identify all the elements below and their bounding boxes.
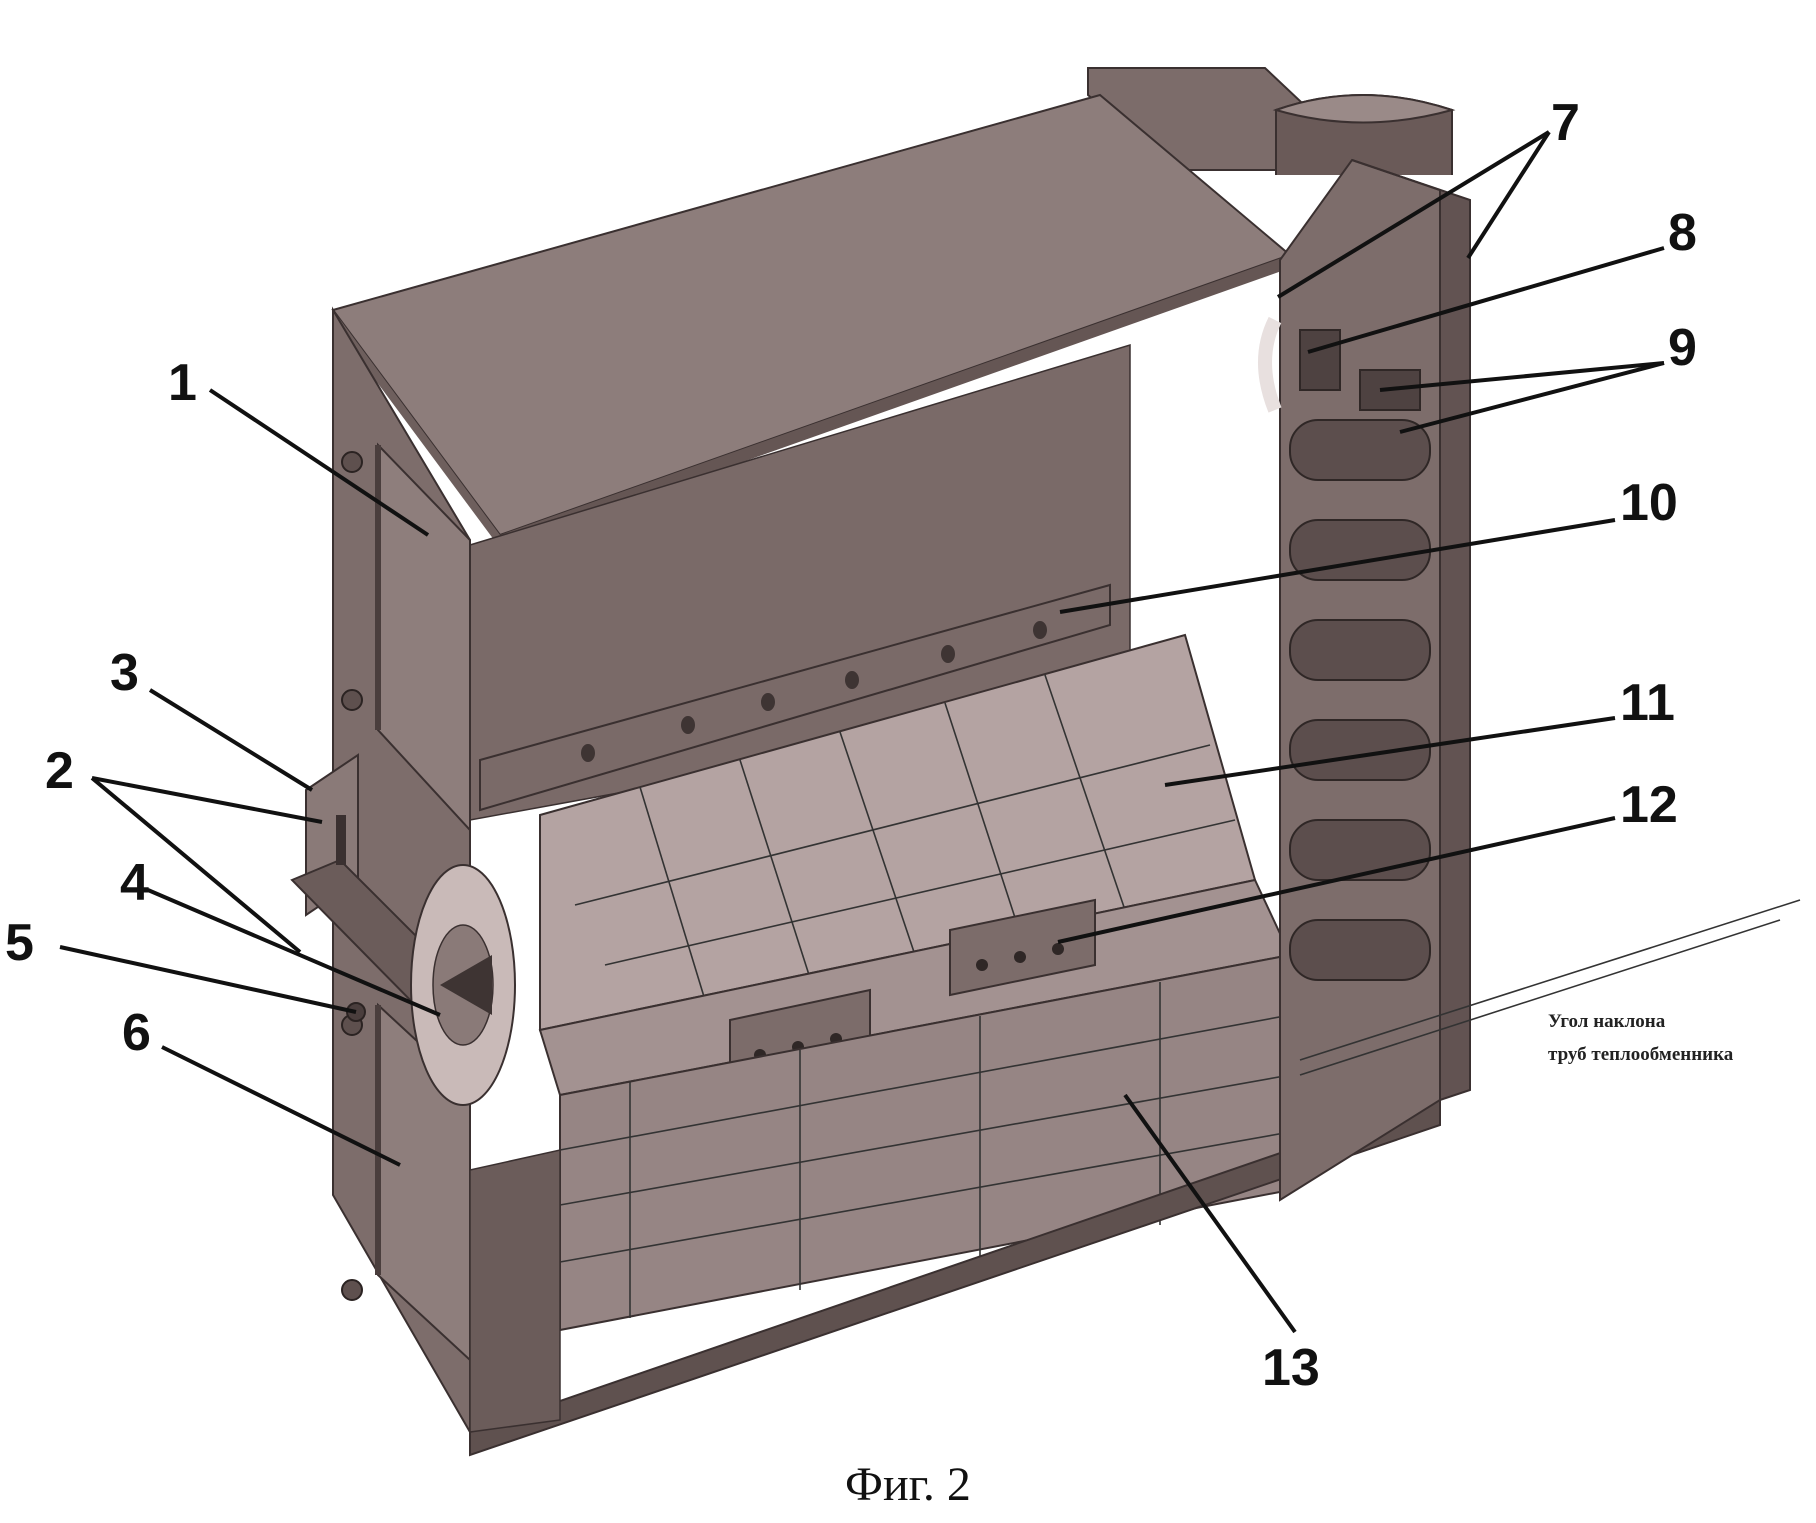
heat-exchanger-column bbox=[1265, 160, 1470, 1200]
callout-3: 3 bbox=[110, 644, 139, 702]
callout-2: 2 bbox=[45, 742, 74, 800]
angle-note-line-2: труб теплообменника bbox=[1548, 1044, 1734, 1065]
callout-12: 12 bbox=[1620, 776, 1678, 834]
callout-10: 10 bbox=[1620, 474, 1678, 532]
callout-1: 1 bbox=[168, 354, 197, 412]
callout-8: 8 bbox=[1668, 204, 1697, 262]
angle-note: Угол наклона труб теплообменника bbox=[1548, 1011, 1734, 1065]
angle-note-line-1: Угол наклона bbox=[1548, 1011, 1666, 1032]
fan bbox=[411, 865, 515, 1105]
callout-7: 7 bbox=[1551, 94, 1580, 152]
callout-13: 13 bbox=[1262, 1339, 1320, 1397]
callout-4: 4 bbox=[120, 854, 149, 912]
callout-11: 11 bbox=[1620, 674, 1675, 732]
callout-5: 5 bbox=[5, 914, 34, 972]
callout-9: 9 bbox=[1668, 319, 1697, 377]
figure-caption: Фиг. 2 bbox=[845, 1458, 971, 1511]
callout-6: 6 bbox=[122, 1004, 151, 1062]
